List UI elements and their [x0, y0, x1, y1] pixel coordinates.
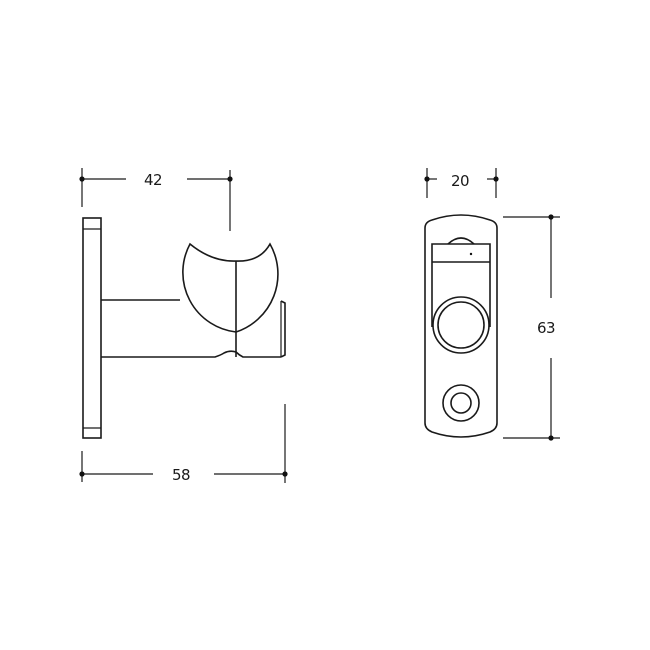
front-plate-outline — [424, 214, 498, 438]
large-knob-inner — [437, 301, 485, 349]
hook-arm — [101, 299, 286, 358]
hook-face-outline — [431, 243, 491, 327]
dimension-marker — [227, 176, 233, 182]
dimension-marker — [424, 176, 430, 182]
hook-head-outline — [182, 242, 279, 333]
arm-end-cap — [280, 300, 286, 358]
fixing-screw-inner — [450, 392, 472, 414]
wall-plate — [82, 217, 102, 439]
hook-face — [431, 237, 491, 327]
dimension-marker — [282, 471, 288, 477]
wall-plate-outline — [82, 217, 102, 439]
dimension-58 — [79, 404, 288, 483]
dimension-marker — [548, 214, 554, 220]
hook-face-dome — [447, 237, 475, 245]
dimension-label-63: 63 — [532, 319, 560, 337]
front-view — [424, 168, 560, 441]
dimension-63 — [503, 214, 560, 441]
dimension-marker — [79, 471, 85, 477]
dimension-20 — [424, 168, 499, 198]
dimension-marker — [79, 176, 85, 182]
dimension-42 — [79, 168, 233, 231]
fixing-screw — [442, 384, 480, 422]
dimension-label-20: 20 — [446, 172, 474, 190]
hook-face-dot — [469, 252, 473, 256]
arm-bottom-edge — [101, 350, 281, 358]
side-view — [79, 168, 288, 483]
dimension-marker — [493, 176, 499, 182]
large-knob — [432, 296, 490, 354]
dimension-label-42: 42 — [139, 171, 167, 189]
large-knob-outer — [432, 296, 490, 354]
fixing-screw-outer — [442, 384, 480, 422]
dimension-label-58: 58 — [167, 466, 195, 484]
dimension-marker — [548, 435, 554, 441]
hook-head — [182, 242, 279, 357]
